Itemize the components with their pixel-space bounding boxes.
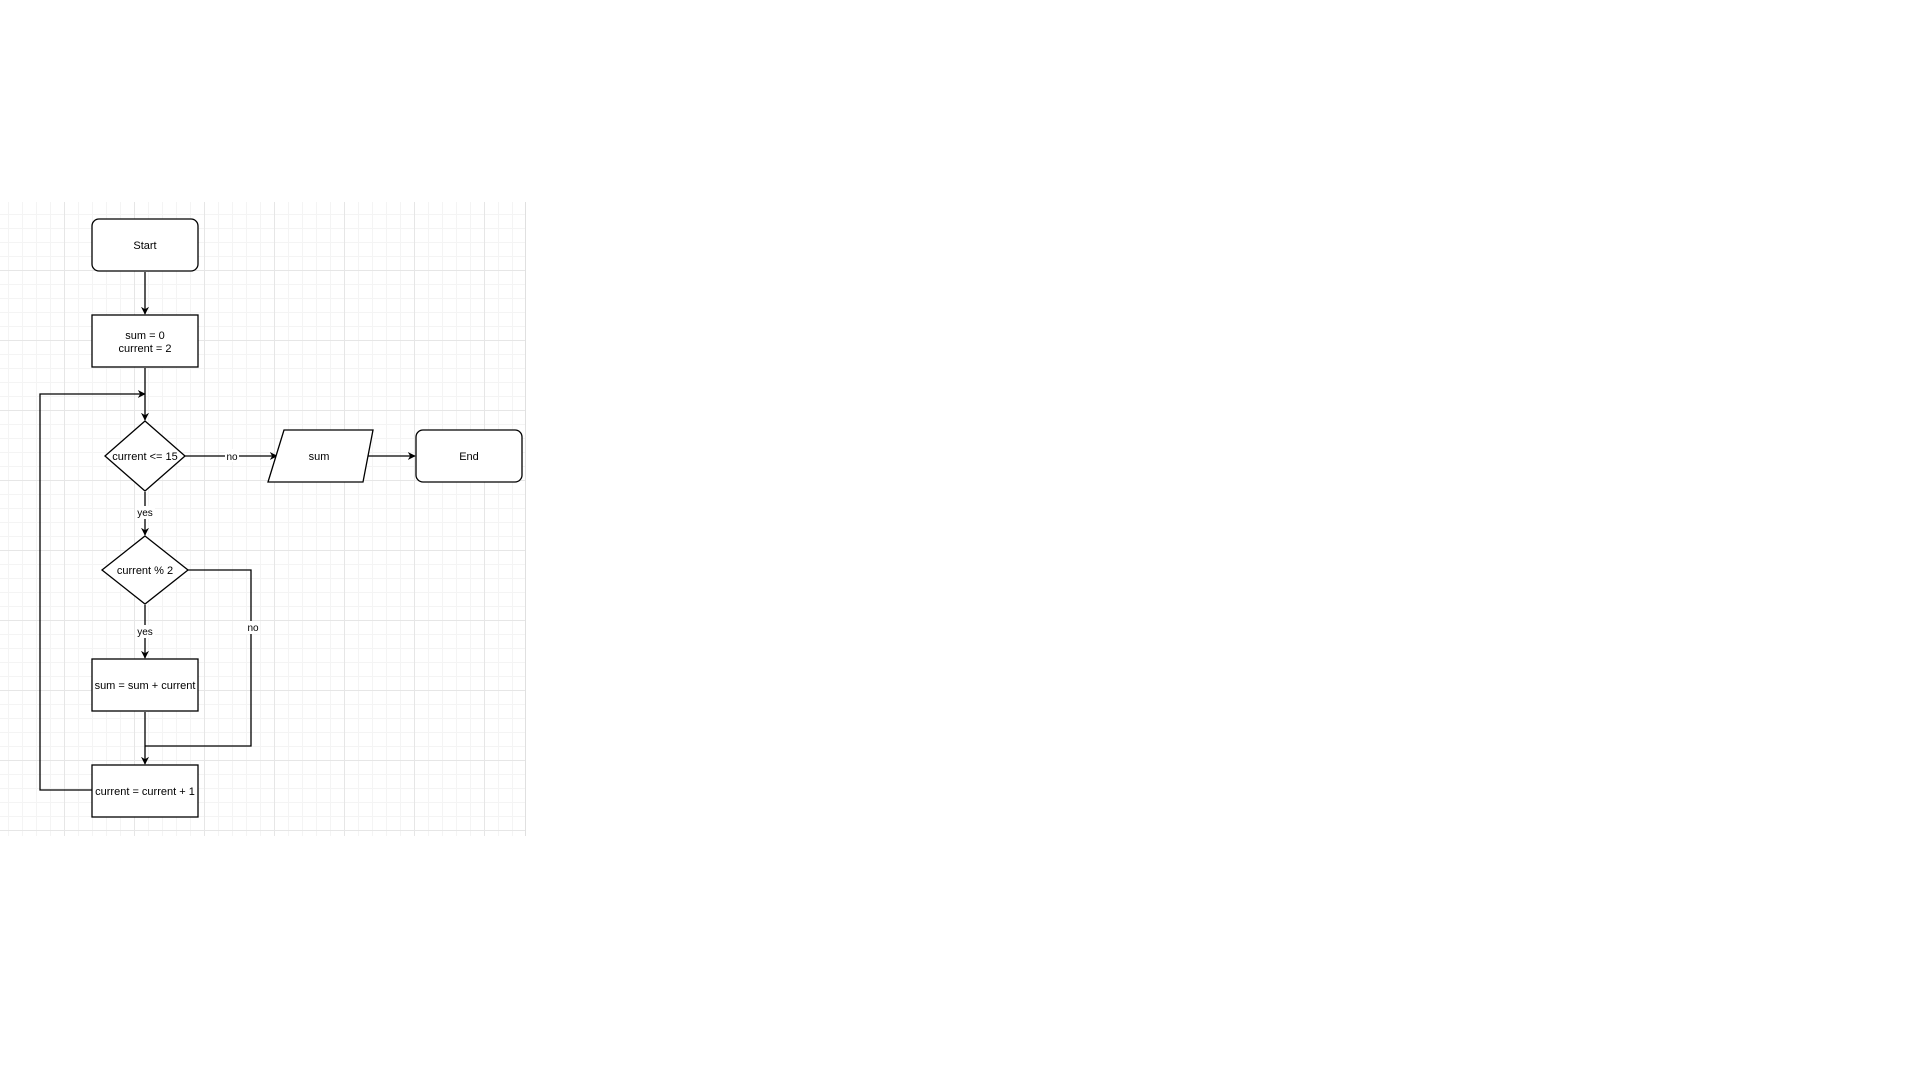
edge-increment-loop-back[interactable] <box>39 390 146 791</box>
add-sum-label: sum = sum + current <box>95 680 196 692</box>
output-sum-node[interactable]: sum <box>267 429 374 483</box>
edges <box>39 272 416 791</box>
start-node[interactable]: Start <box>91 218 199 272</box>
init-line-1: sum = 0 <box>125 330 164 342</box>
end-node[interactable]: End <box>415 429 523 483</box>
diagram-canvas[interactable] <box>0 202 526 836</box>
loop-condition-node[interactable]: current <= 15 <box>104 420 186 492</box>
edge-labels: no yes yes no <box>135 449 260 638</box>
add-sum-process-node[interactable]: sum = sum + current <box>91 658 199 712</box>
edge-label-even-yes: yes <box>137 627 153 638</box>
even-condition-node[interactable]: current % 2 <box>100 535 190 605</box>
init-process-node[interactable]: sum = 0 current = 2 <box>91 314 199 368</box>
end-node-label: End <box>459 451 479 463</box>
start-node-label: Start <box>133 240 156 252</box>
output-sum-label: sum <box>309 451 330 463</box>
init-line-2: current = 2 <box>119 343 172 355</box>
loop-condition-label: current <= 15 <box>112 451 177 463</box>
increment-label: current = current + 1 <box>95 786 195 798</box>
increment-process-node[interactable]: current = current + 1 <box>91 764 199 818</box>
edge-label-loop-no: no <box>226 452 238 463</box>
even-condition-label: current % 2 <box>117 565 173 577</box>
edge-even-no-to-increment[interactable] <box>145 569 252 747</box>
edge-label-loop-yes: yes <box>137 508 153 519</box>
edge-label-even-no: no <box>247 623 259 634</box>
